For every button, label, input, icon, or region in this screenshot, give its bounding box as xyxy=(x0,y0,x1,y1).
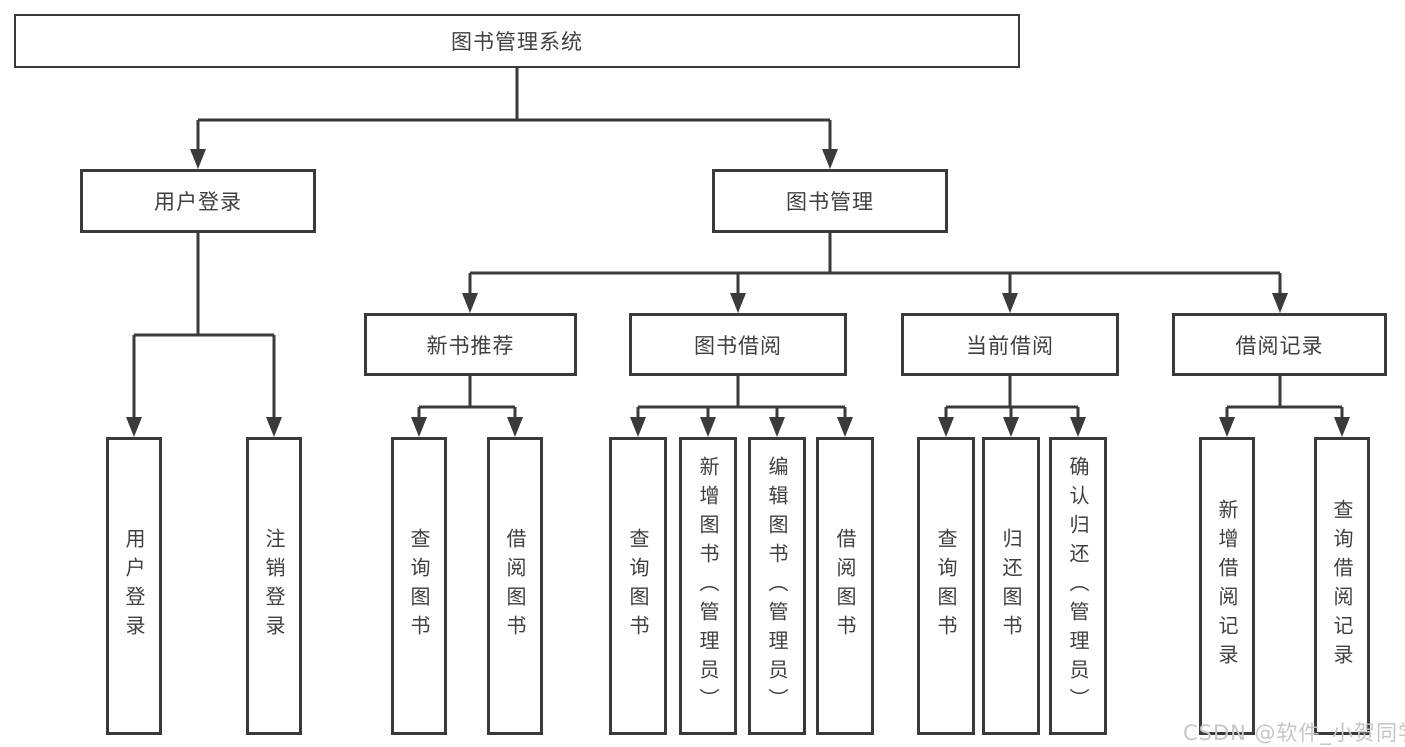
connector-book-borrowing-split xyxy=(636,376,847,419)
connector-book-management-split xyxy=(468,233,1282,295)
node-label: 借阅图书 xyxy=(503,528,527,644)
node-add-books-admin: 新增图书（管理员） xyxy=(679,437,737,735)
node-label: 图书管理系统 xyxy=(451,30,583,54)
node-label: 图书借阅 xyxy=(694,333,782,358)
arrowhead xyxy=(462,293,478,313)
node-borrowing-records: 借阅记录 xyxy=(1172,313,1387,376)
arrowhead xyxy=(190,149,206,169)
arrowhead xyxy=(730,293,746,313)
node-logout-login: 注销登录 xyxy=(246,437,302,735)
node-library-management-system: 图书管理系统 xyxy=(14,14,1020,68)
arrowhead xyxy=(700,417,716,437)
node-label: 用户登录 xyxy=(122,528,146,644)
node-borrow-books: 借阅图书 xyxy=(816,437,874,735)
node-label: 查询借阅记录 xyxy=(1330,499,1354,673)
node-label: 编辑图书（管理员） xyxy=(765,455,789,717)
arrowhead xyxy=(822,149,838,169)
node-label: 归还图书 xyxy=(999,528,1023,644)
node-label: 图书管理 xyxy=(786,190,874,214)
node-user-login: 用户登录 xyxy=(106,437,162,735)
node-query-borrow-record: 查询借阅记录 xyxy=(1314,437,1370,735)
connector-current-borrowing-split xyxy=(944,376,1080,419)
node-new-book-recommendation: 新书推荐 xyxy=(364,313,577,376)
node-label: 当前借阅 xyxy=(966,333,1054,358)
arrowhead xyxy=(126,417,142,437)
arrowhead xyxy=(507,417,523,437)
connector-root-to-level2 xyxy=(196,68,832,151)
node-label: 查询图书 xyxy=(934,528,958,644)
node-current-borrowing: 当前借阅 xyxy=(901,313,1119,376)
node-query-books-newbooks: 查询图书 xyxy=(391,437,447,735)
node-add-borrow-record: 新增借阅记录 xyxy=(1199,437,1255,735)
watermark: CSDN @软件_小贺同学 xyxy=(1183,721,1405,745)
node-borrow-books-newbooks: 借阅图书 xyxy=(487,437,543,735)
arrowhead xyxy=(1002,293,1018,313)
node-book-borrowing: 图书借阅 xyxy=(629,313,847,376)
node-label: 新增图书（管理员） xyxy=(696,455,720,717)
node-edit-books-admin: 编辑图书（管理员） xyxy=(748,437,806,735)
arrowhead xyxy=(1003,417,1019,437)
node-query-books-borrowing: 查询图书 xyxy=(609,437,667,735)
arrowhead xyxy=(1272,293,1288,313)
node-label: 查询图书 xyxy=(626,528,650,644)
arrowhead xyxy=(837,417,853,437)
connector-user-login-split xyxy=(132,233,276,419)
arrowhead xyxy=(1219,417,1235,437)
arrowhead xyxy=(1070,417,1086,437)
node-label: 确认归还（管理员） xyxy=(1066,455,1090,717)
node-query-books-current: 查询图书 xyxy=(917,437,975,735)
node-book-management-branch: 图书管理 xyxy=(712,169,948,233)
connector-borrowing-records-split xyxy=(1225,376,1344,419)
arrowhead xyxy=(769,417,785,437)
arrowhead xyxy=(630,417,646,437)
node-confirm-return-admin: 确认归还（管理员） xyxy=(1049,437,1107,735)
node-label: 查询图书 xyxy=(407,528,431,644)
arrowhead xyxy=(938,417,954,437)
node-label: 新增借阅记录 xyxy=(1215,499,1239,673)
arrowhead xyxy=(266,417,282,437)
node-label: 借阅图书 xyxy=(833,528,857,644)
arrowhead xyxy=(1334,417,1350,437)
node-label: 借阅记录 xyxy=(1235,333,1324,358)
node-label: 新书推荐 xyxy=(426,333,515,358)
node-label: 注销登录 xyxy=(262,528,286,644)
node-user-login-branch: 用户登录 xyxy=(80,169,316,233)
node-label: 用户登录 xyxy=(154,190,242,214)
connector-new-book-split xyxy=(417,376,517,419)
node-return-books: 归还图书 xyxy=(982,437,1040,735)
arrowhead xyxy=(411,417,427,437)
